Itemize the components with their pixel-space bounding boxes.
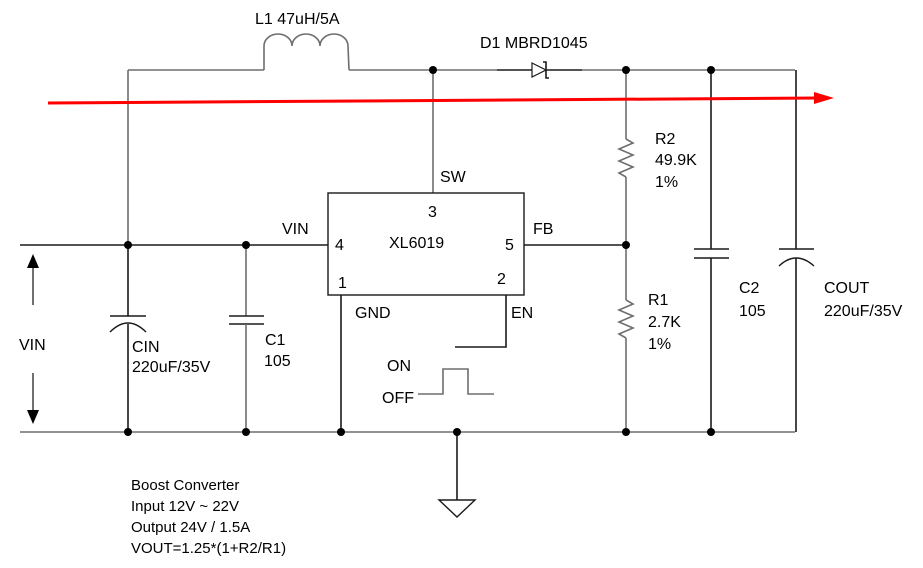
top-rail	[127, 69, 795, 241]
pin2-number: 2	[497, 271, 506, 288]
capacitor-cout: COUT 220uF/35V	[778, 70, 903, 432]
inductor-l1: L1 47uH/5A	[255, 11, 350, 71]
arrow-right-icon	[814, 92, 834, 104]
ic-xl6019: XL6019 3 4 5 1 2 SW VIN FB GND EN	[282, 169, 553, 322]
junction-gnd-c1	[242, 428, 250, 436]
r1-value: 2.7K	[648, 314, 681, 331]
vin-label: VIN	[19, 337, 46, 354]
c1-value: 105	[264, 353, 291, 370]
r2-zigzag	[616, 138, 636, 178]
r2-ref: R2	[655, 131, 676, 148]
vin-indicator: VIN	[19, 254, 46, 424]
cout-value: 220uF/35V	[824, 303, 903, 320]
r1-zigzag	[616, 299, 636, 339]
diode-label: D1 MBRD1045	[480, 35, 588, 52]
inductor-label: L1 47uH/5A	[255, 11, 340, 28]
junction-vin-c1	[242, 241, 250, 249]
pin-en-label: EN	[511, 305, 533, 322]
pin-fb-label: FB	[533, 221, 553, 238]
r1-ref: R1	[648, 292, 669, 309]
junction-vin-cin	[124, 241, 132, 249]
pin-sw-label: SW	[440, 169, 467, 186]
diode-triangle	[531, 62, 548, 78]
c2-ref: C2	[739, 280, 760, 297]
junction-sw	[429, 66, 437, 74]
pin-vin-label: VIN	[282, 221, 309, 238]
junction-gnd-cin	[124, 428, 132, 436]
inductor-coil	[263, 33, 350, 71]
en-pulse: ON OFF	[382, 358, 494, 407]
junction-gnd-ic	[337, 428, 345, 436]
junction-out-r2	[622, 66, 630, 74]
r1-tolerance: 1%	[648, 336, 671, 353]
en-on-label: ON	[387, 358, 411, 375]
r2-tolerance: 1%	[655, 174, 678, 191]
pin4-number: 4	[335, 237, 344, 254]
c2-value: 105	[739, 303, 766, 320]
pin3-number: 3	[428, 204, 437, 221]
wire-en	[455, 295, 507, 348]
resistor-r1: R1 2.7K 1%	[616, 245, 681, 432]
diode-schottky-bar	[543, 61, 549, 79]
arrow-down-icon	[27, 410, 39, 424]
en-off-label: OFF	[382, 390, 414, 407]
arrow-up-icon	[27, 254, 39, 268]
pin-gnd-label: GND	[355, 305, 391, 322]
ic-body	[327, 192, 525, 296]
cin-plate-curved	[109, 322, 147, 333]
design-notes: Boost Converter Input 12V ~ 22V Output 2…	[131, 477, 286, 557]
cin-value: 220uF/35V	[132, 359, 211, 376]
junction-gnd-c2	[707, 428, 715, 436]
pin5-number: 5	[505, 237, 514, 254]
junction-gnd-ground	[453, 428, 461, 436]
ic-part-label: XL6019	[389, 235, 444, 252]
r2-value: 49.9K	[655, 152, 697, 169]
cout-ref: COUT	[824, 280, 870, 297]
note-line-3: Output 24V / 1.5A	[131, 519, 250, 536]
note-line-4: VOUT=1.25*(1+R2/R1)	[131, 540, 286, 557]
pin1-number: 1	[338, 275, 347, 292]
resistor-r2: R2 49.9K 1%	[616, 70, 697, 245]
note-line-1: Boost Converter	[131, 477, 239, 494]
junction-gnd-r1	[622, 428, 630, 436]
ground-icon	[437, 499, 477, 518]
note-line-2: Input 12V ~ 22V	[131, 498, 239, 515]
en-pulse-waveform	[418, 368, 494, 395]
junction-fb	[622, 241, 630, 249]
junction-out-c2	[707, 66, 715, 74]
capacitor-cin: CIN 220uF/35V	[109, 241, 211, 432]
capacitor-c1: C1 105	[229, 245, 291, 432]
current-flow-line	[47, 96, 819, 105]
capacitor-c2: C2 105	[694, 70, 766, 432]
junctions	[124, 66, 715, 436]
c1-ref: C1	[265, 332, 286, 349]
ground-symbol	[437, 432, 477, 518]
current-flow-arrow	[47, 92, 834, 105]
diode-d1: D1 MBRD1045	[480, 35, 588, 79]
cin-ref: CIN	[132, 339, 160, 356]
